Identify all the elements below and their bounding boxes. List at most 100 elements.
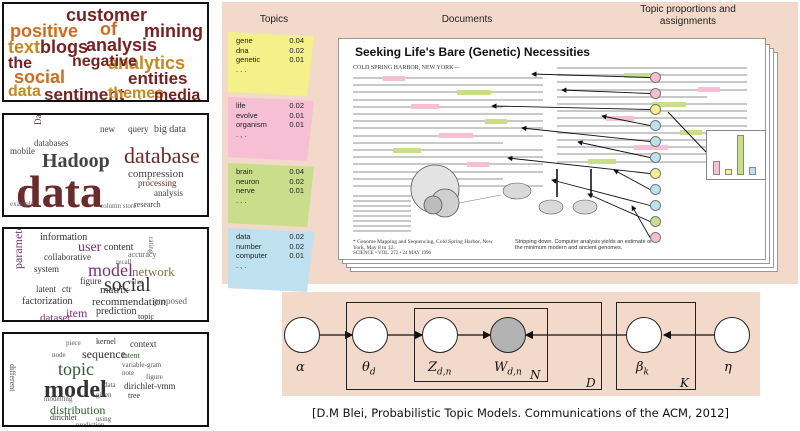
topic-word-prob: 0.02 — [289, 241, 304, 251]
assignment-arrow — [601, 114, 651, 126]
cloud-word: Data — [33, 113, 43, 125]
highlighted-word — [634, 144, 668, 150]
document-text-line — [557, 67, 747, 69]
cloud-word: mining — [144, 21, 203, 41]
document-text-line — [353, 225, 411, 227]
highlighted-word — [383, 75, 405, 81]
topic-word: evolve — [236, 110, 258, 120]
cloud-word: of — [100, 19, 117, 39]
cloud-word: information — [40, 232, 88, 243]
highlighted-word — [439, 133, 473, 139]
cloud-word: social — [14, 67, 66, 87]
topic-word: computer — [236, 251, 268, 260]
document-text-line — [353, 230, 411, 232]
cloud-word: piece — [66, 339, 81, 347]
cloud-word: compression — [128, 168, 184, 180]
cloud-word: recommendation — [92, 296, 166, 308]
cloud-word: column store — [100, 202, 137, 210]
document-text-line — [353, 220, 411, 222]
topic-word: neuron — [236, 176, 260, 186]
document-text-line — [353, 127, 543, 130]
plate-D — [346, 302, 602, 390]
highlighted-word — [411, 104, 439, 110]
proportion-bar — [713, 161, 720, 175]
cloud-word: matrix — [100, 284, 129, 296]
cloud-word: analytics — [108, 53, 186, 73]
cloud-word: parameter — [11, 227, 25, 269]
document-text-line — [353, 84, 543, 87]
cloud-word: accuracy — [128, 250, 157, 259]
cloud-word: note — [122, 369, 135, 377]
cloud-word: entities — [128, 69, 188, 88]
topic-word-prob: 0.01 — [289, 251, 304, 260]
cloud-word: factorization — [22, 296, 73, 307]
document-text-line — [557, 117, 747, 120]
topic-word: gene — [236, 36, 253, 45]
topic-ellipsis: . . . — [236, 195, 247, 205]
cloud-word: analysis — [86, 35, 158, 55]
assignment-arrows — [491, 71, 707, 238]
topic-assignment-circle — [650, 88, 661, 99]
topic-word: genetic — [236, 55, 261, 64]
highlighted-word — [606, 115, 634, 121]
document-text-line — [557, 95, 707, 98]
figure-ellipse-2 — [538, 199, 564, 215]
cloud-word: context — [130, 339, 157, 349]
cloud-word: text — [8, 37, 41, 57]
cloud-word: topic — [138, 312, 154, 321]
figure-ellipse-3 — [572, 199, 598, 215]
topic-word: brain — [236, 167, 253, 176]
topic-word: life — [236, 101, 246, 110]
topic-assignment-circle — [650, 152, 661, 163]
proportion-bar — [725, 169, 732, 175]
document-text-line — [353, 141, 503, 144]
proportion-bar — [737, 135, 744, 175]
figure-ellipse-1 — [502, 182, 532, 200]
highlighted-word — [698, 87, 720, 93]
cloud-word: negative — [72, 53, 137, 70]
cloud-word: user — [78, 240, 102, 255]
cloud-word: model — [88, 260, 133, 280]
assignment-arrow — [561, 87, 651, 94]
topic-word-prob: 0.02 — [289, 176, 304, 186]
cloud-word: proposed — [154, 296, 187, 306]
document-text-line — [557, 131, 707, 134]
assignment-arrow — [491, 103, 651, 110]
cloud-word: dirichlet-vmm — [124, 381, 176, 391]
cloud-word: new — [100, 124, 115, 134]
topic-word-prob: 0.02 — [289, 45, 304, 55]
label-beta: βk — [636, 360, 649, 378]
node-beta — [626, 317, 662, 353]
cloud-word: latent — [36, 284, 56, 294]
highlighted-word — [652, 101, 686, 107]
bar-chart-arrow — [667, 111, 707, 153]
node-w-observed — [490, 317, 526, 353]
topic-assignment-circle — [650, 120, 661, 131]
cloud-word: figure — [80, 276, 102, 286]
cloud-word: modelling — [44, 395, 73, 403]
document-footer: SCIENCE • VOL. 272 • 24 MAY 1996 — [353, 251, 432, 256]
cloud-word: sentiment — [44, 85, 125, 102]
document-text-line — [353, 120, 543, 123]
cloud-word: positive — [10, 21, 79, 41]
cloud-word: tree — [128, 391, 140, 400]
cloud-word: value — [128, 278, 144, 286]
cloud-word: latent — [122, 351, 140, 360]
cloud-word: different — [8, 364, 17, 392]
document-title: Seeking Life's Bare (Genetic) Necessitie… — [355, 45, 590, 59]
document-text-line — [353, 215, 411, 217]
cloud-word: social — [104, 274, 151, 296]
cloud-word: network — [132, 264, 175, 279]
topic-assignment-circle — [650, 168, 661, 179]
document-text-line — [353, 210, 411, 212]
